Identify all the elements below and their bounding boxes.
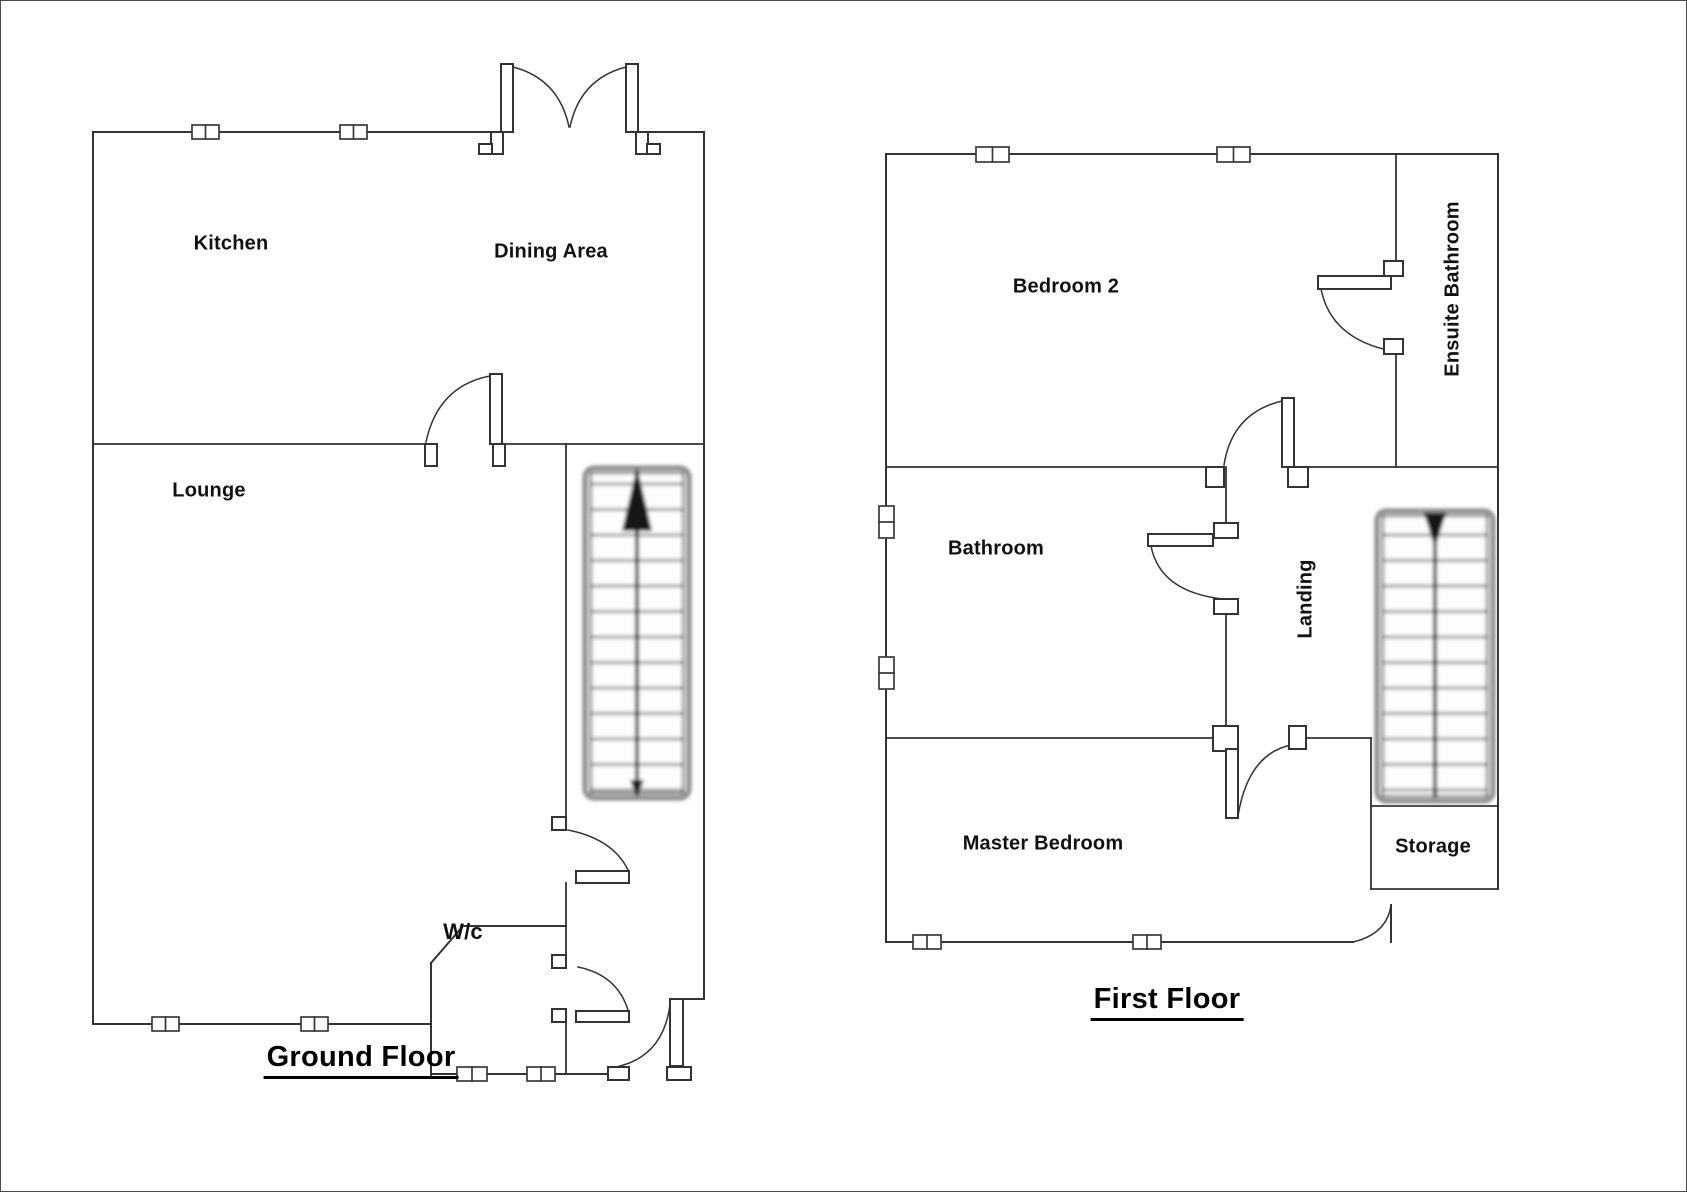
window-icon [912,934,942,950]
window-icon [151,1016,180,1032]
gf-wc-door [551,954,630,1023]
room-label-master-bedroom: Master Bedroom [962,832,1124,855]
gf-front-door [607,998,692,1081]
first-floor-plan [878,146,1499,950]
ff-stairs-icon [1374,508,1496,804]
gf-kitchen-door [424,373,506,467]
room-label-kitchen: Kitchen [193,232,269,255]
room-label-ensuite-bathroom: Ensuite Bathroom [1441,201,1464,377]
ff-master-door [1212,725,1307,819]
ground-floor-title: Ground Floor [263,1041,459,1079]
ground-floor-plan [92,63,705,1082]
gf-outer-walls [92,131,705,1077]
window-icon [339,124,368,140]
window-icon [456,1066,488,1082]
room-label-wc: W/c [443,919,483,944]
window-icon [878,505,895,539]
first-floor-title: First Floor [1090,983,1244,1021]
room-label-landing: Landing [1294,559,1317,639]
window-icon [878,656,895,690]
ff-bathroom-door [1147,522,1239,615]
window-icon [1216,146,1251,163]
window-icon [526,1066,556,1082]
room-label-bathroom: Bathroom [947,537,1045,560]
ff-ensuite-door [1317,260,1404,355]
gf-stairs-icon [582,465,692,801]
window-icon [975,146,1010,163]
room-label-lounge: Lounge [172,479,246,502]
gf-double-door [478,63,661,155]
window-icon [300,1016,329,1032]
room-label-bedroom2: Bedroom 2 [1012,275,1120,298]
gf-understairs-door [551,816,630,884]
ff-bedroom2-door [1205,397,1309,488]
room-label-dining-area: Dining Area [494,240,608,263]
ff-windows [878,146,1251,950]
room-label-storage: Storage [1395,835,1471,858]
gf-interior-walls [92,443,705,1075]
gf-windows [151,124,556,1082]
window-icon [191,124,220,140]
window-icon [1132,934,1162,950]
